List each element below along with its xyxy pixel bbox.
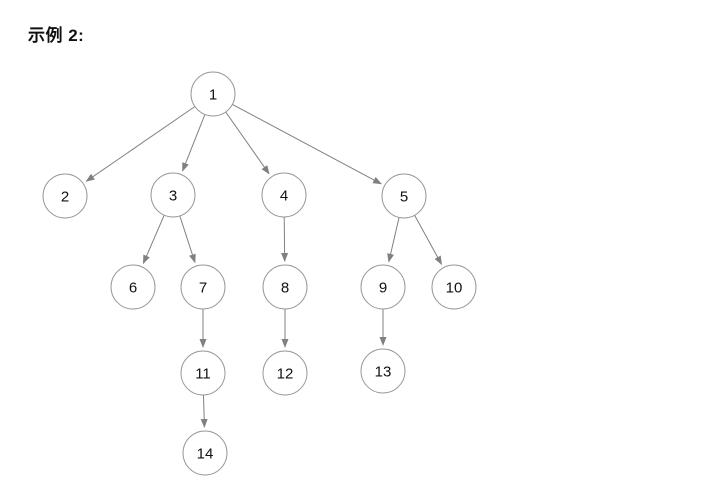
tree-node-circle [360,348,406,394]
tree-node-label: 5 [400,188,408,205]
example-heading: 示例 2: [28,26,85,45]
tree-node-circle [180,264,226,310]
tree-node-9: 9 [360,264,406,310]
tree-node-label: 4 [280,187,288,204]
tree-node-11: 11 [180,350,226,396]
tree-edge-11-14 [200,394,208,428]
tree-node-label: 10 [446,279,463,296]
edges-layer [85,103,442,428]
tree-node-label: 14 [197,445,214,462]
tree-edge-3-6 [142,215,165,265]
tree-node-3: 3 [150,172,196,218]
tree-node-circle [110,264,156,310]
tree-node-13: 13 [360,348,406,394]
tree-edge-5-9 [387,217,400,263]
tree-node-label: 12 [277,365,294,382]
tree-edge-4-8 [281,216,289,262]
tree-edge-1-2 [85,106,196,182]
tree-node-circle [190,71,236,117]
tree-node-circle [180,350,226,396]
tree-node-label: 13 [375,363,392,380]
tree-node-circle [381,173,427,219]
tree-node-circle [182,430,228,476]
tree-node-7: 7 [180,264,226,310]
tree-node-12: 12 [262,350,308,396]
tree-node-label: 6 [129,279,137,296]
tree-edge-5-10 [414,215,442,266]
tree-node-10: 10 [431,264,477,310]
tree-node-label: 2 [61,188,69,205]
tree-node-circle [42,173,88,219]
tree-node-label: 11 [195,365,211,382]
tree-node-circle [431,264,477,310]
tree-edge-3-7 [179,215,196,264]
tree-node-4: 4 [261,172,307,218]
tree-node-circle [262,264,308,310]
tree-edge-1-5 [232,103,382,185]
tree-node-label: 8 [281,279,289,296]
tree-node-circle [360,264,406,310]
tree-node-label: 7 [199,279,207,296]
tree-node-label: 1 [209,86,217,103]
tree-node-8: 8 [262,264,308,310]
tree-node-6: 6 [110,264,156,310]
tree-node-circle [262,350,308,396]
tree-node-2: 2 [42,173,88,219]
tree-node-circle [150,172,196,218]
tree-node-5: 5 [381,173,427,219]
tree-node-label: 3 [169,187,177,204]
tree-node-14: 14 [182,430,228,476]
tree-node-1: 1 [190,71,236,117]
tree-edge-1-3 [182,114,206,172]
tree-node-circle [261,172,307,218]
tree-edge-1-4 [225,111,270,175]
tree-node-label: 9 [379,279,387,296]
